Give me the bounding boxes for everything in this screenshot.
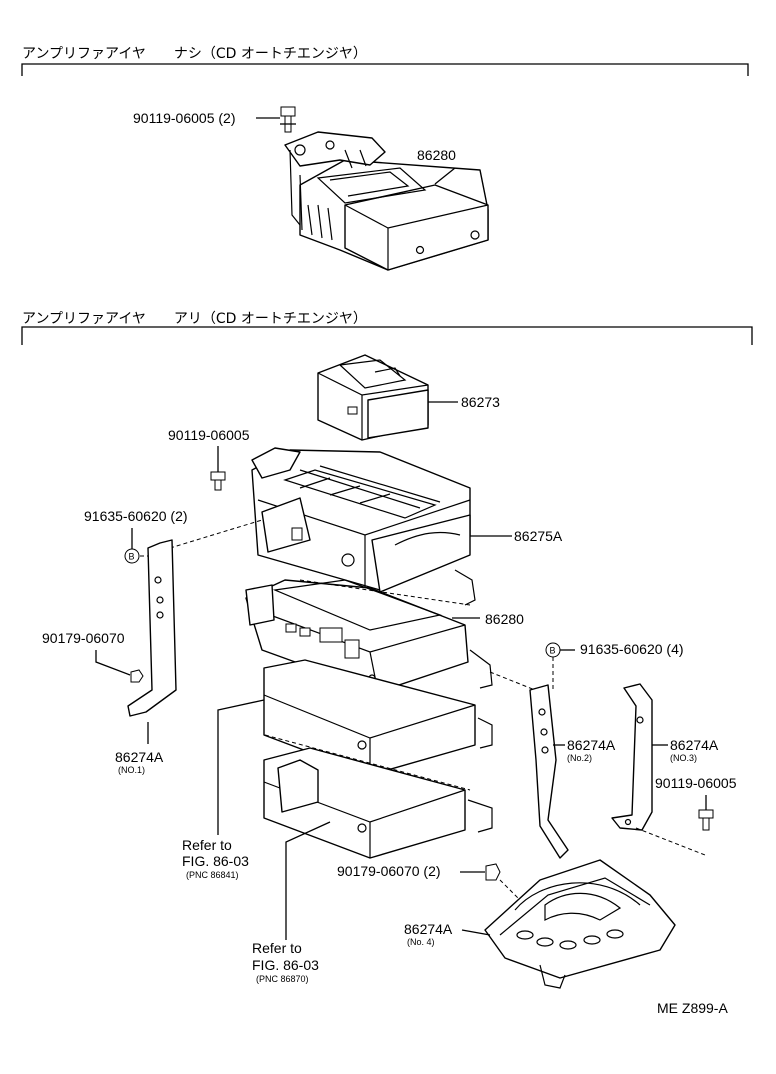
part-label-left-screw: 91635-60620 (2) <box>84 508 188 524</box>
nut-icon <box>130 669 144 683</box>
dashed-line <box>169 519 263 549</box>
section-bracket-top <box>21 63 749 76</box>
bolt-icon <box>698 809 714 831</box>
part-label-amp-unit: 86280 <box>485 611 524 627</box>
ref1-line2: FIG. 86-03 <box>182 853 249 869</box>
screw-b-marker-icon: B <box>124 548 140 564</box>
part-label-top-unit: 86280 <box>417 147 456 163</box>
dashed-line <box>299 579 471 606</box>
part-label-bracket3: 86274A <box>670 737 719 753</box>
part-label-magazine: 86273 <box>461 394 500 410</box>
part-label-changer: 86275A <box>514 528 563 544</box>
amplifier-box-86870 <box>263 747 493 859</box>
amplifier-box-86841 <box>263 659 493 776</box>
dashed-line <box>264 734 471 791</box>
leader-line <box>285 821 331 940</box>
section-header-without-amp: アンプリファアイヤ ナシ（CD オートチエンジヤ） <box>22 46 367 62</box>
diagram-code: ME Z899-A <box>657 1000 728 1016</box>
section-header-with-amp: アンプリファアイヤ アリ（CD オートチエンジヤ） <box>22 311 367 327</box>
cd-changer-86275a <box>251 447 476 606</box>
bolt-icon <box>210 471 226 491</box>
part-label-bracket2: 86274A <box>567 737 616 753</box>
ref1-line1: Refer to <box>182 837 232 853</box>
part-label-right-screw: 91635-60620 (4) <box>580 641 684 657</box>
part-label-bracket4-sub: (No. 4) <box>407 937 435 947</box>
ref1-line3: (PNC 86841) <box>186 870 239 880</box>
leader-line <box>95 650 131 676</box>
svg-text:B: B <box>550 646 556 656</box>
leader-line <box>461 929 491 936</box>
part-label-bracket3-sub: (NO.3) <box>670 753 697 763</box>
bracket-no1 <box>127 539 177 717</box>
part-label-top-bolt: 90119-06005 (2) <box>133 110 235 126</box>
part-label-changer-bolt: 90119-06005 <box>168 427 250 443</box>
part-label-bracket4: 86274A <box>404 921 453 937</box>
dashed-line <box>635 827 706 856</box>
svg-text:B: B <box>129 552 135 562</box>
leader-line <box>217 699 265 835</box>
part-label-bracket1-sub: (NO.1) <box>118 765 145 775</box>
part-label-right-bolt: 90119-06005 <box>655 775 737 791</box>
ref2-line1: Refer to <box>252 940 302 956</box>
part-label-bottom-nut: 90179-06070 (2) <box>337 863 441 879</box>
bracket-no3 <box>611 683 653 831</box>
nut-icon <box>485 863 501 881</box>
section-bracket-bottom <box>21 326 753 345</box>
cd-magazine-86273 <box>317 354 429 441</box>
ref2-line2: FIG. 86-03 <box>252 957 319 973</box>
ref2-line3: (PNC 86870) <box>256 974 309 984</box>
bolt-icon <box>280 106 296 133</box>
part-label-bracket1: 86274A <box>115 749 164 765</box>
part-label-left-nut: 90179-06070 <box>42 630 125 646</box>
leader-line <box>434 167 456 185</box>
bracket-no2 <box>529 684 569 859</box>
dashed-line <box>489 671 536 691</box>
part-label-bracket2-sub: (No.2) <box>567 753 592 763</box>
receiver-unit-86280-top <box>284 131 489 271</box>
screw-b-marker-icon: B <box>545 642 561 658</box>
bracket-no4 <box>484 859 676 989</box>
